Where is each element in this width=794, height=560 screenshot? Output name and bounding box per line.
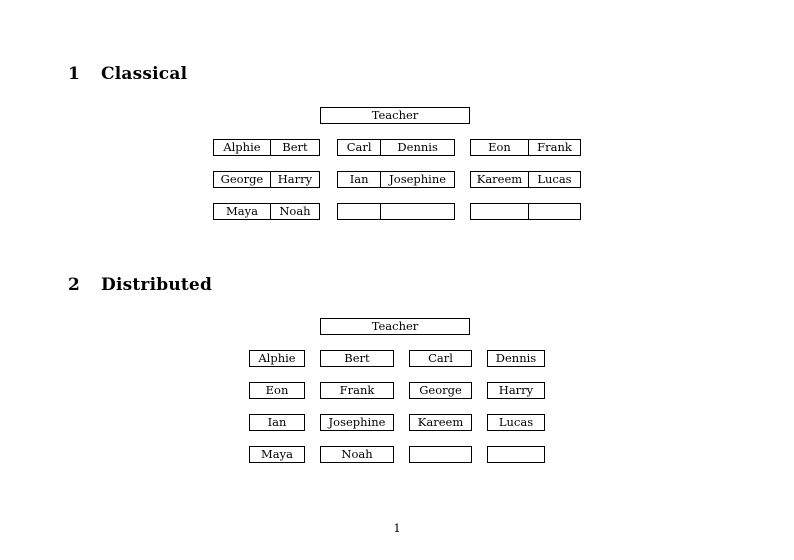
student-cell: Dennis: [380, 140, 454, 155]
section-heading-distributed: 2 Distributed: [68, 275, 212, 295]
page-number: 1: [393, 521, 401, 535]
student-box: Bert: [320, 350, 394, 367]
student-box: George: [409, 382, 472, 399]
student-box: Alphie: [249, 350, 305, 367]
student-cell: Alphie: [223, 140, 261, 154]
section-title: Distributed: [101, 275, 213, 295]
group-row: Carl Dennis: [337, 139, 455, 156]
group-row: George Harry: [213, 171, 320, 188]
student-cell: [471, 204, 528, 219]
group-row: [470, 203, 581, 220]
student-cell: Ian: [349, 172, 369, 186]
student-box: Noah: [320, 446, 394, 463]
section-title: Classical: [101, 64, 188, 84]
student-cell: [380, 204, 454, 219]
group-row: Eon Frank: [470, 139, 581, 156]
student-cell: Bert: [269, 140, 319, 155]
student-box: [487, 446, 545, 463]
student-box: Dennis: [487, 350, 545, 367]
student-cell: Josephine: [380, 172, 454, 187]
group-row: [337, 203, 455, 220]
student-cell: Noah: [269, 204, 319, 219]
student-box: [409, 446, 472, 463]
section-heading-classical: 1 Classical: [68, 64, 187, 84]
student-cell: Eon: [488, 140, 511, 154]
group-row: Maya Noah: [213, 203, 320, 220]
student-cell: Lucas: [527, 172, 580, 187]
group-row: Ian Josephine: [337, 171, 455, 188]
teacher-box-classical: Teacher: [320, 107, 470, 124]
group-row: Alphie Bert: [213, 139, 320, 156]
student-box: Maya: [249, 446, 305, 463]
student-cell: Frank: [527, 140, 580, 155]
student-cell: Maya: [225, 204, 258, 218]
student-cell: [338, 204, 380, 219]
student-cell: Carl: [346, 140, 372, 154]
student-cell: [527, 204, 580, 219]
student-cell: Harry: [269, 172, 319, 187]
student-box: Kareem: [409, 414, 472, 431]
student-box: Frank: [320, 382, 394, 399]
section-number: 2: [68, 275, 81, 295]
student-box: Eon: [249, 382, 305, 399]
student-box: Josephine: [320, 414, 394, 431]
group-row: Kareem Lucas: [470, 171, 581, 188]
student-box: Ian: [249, 414, 305, 431]
student-box: Harry: [487, 382, 545, 399]
student-cell: Kareem: [476, 172, 523, 186]
student-cell: George: [220, 172, 264, 186]
student-box: Lucas: [487, 414, 545, 431]
section-number: 1: [68, 64, 81, 84]
teacher-box-distributed: Teacher: [320, 318, 470, 335]
student-box: Carl: [409, 350, 472, 367]
